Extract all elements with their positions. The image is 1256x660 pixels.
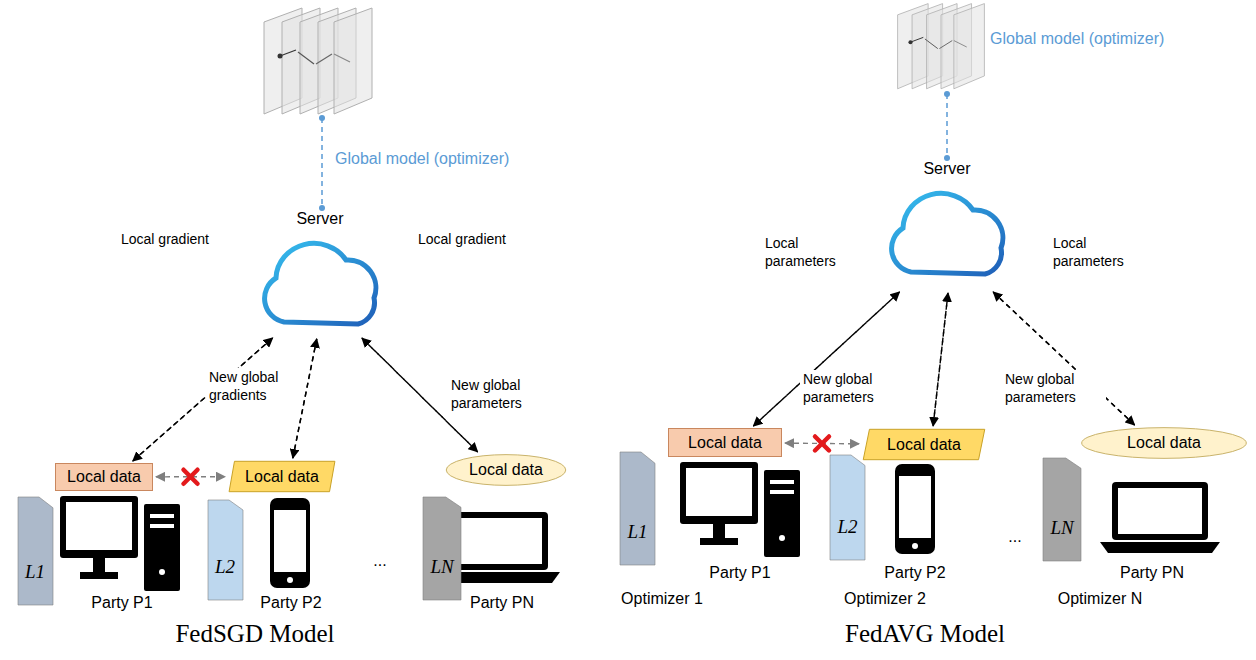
loss-label: L2: [837, 516, 857, 538]
edge-label: Local parameters: [1050, 234, 1138, 271]
data-ellipse: Local data: [1080, 427, 1248, 459]
loss-tab: L2: [830, 455, 865, 560]
party-label: Party P1: [91, 594, 152, 612]
edge-label: New global parameters: [1002, 370, 1106, 407]
node-outline: [250, 236, 390, 334]
edge-label: Local parameters: [762, 234, 850, 271]
panel-caption: FedAVG Model: [845, 620, 1005, 648]
party-label: ...: [373, 552, 386, 570]
loss-label: L1: [25, 561, 45, 583]
model-link: [321, 118, 323, 208]
node-outline: [830, 455, 865, 560]
data-box: Local data: [55, 463, 153, 491]
edge-label: New global parameters: [448, 376, 550, 413]
node-outline: [1043, 458, 1081, 561]
transfer-arrow: [993, 292, 1134, 425]
data-label: Local data: [67, 468, 141, 486]
party-label: Optimizer N: [1058, 590, 1142, 608]
edge-label: New global parameters: [800, 370, 904, 407]
panel-caption: FedSGD Model: [175, 620, 334, 648]
model-link: [946, 94, 948, 158]
party-label: ...: [1008, 528, 1021, 546]
blocked-mark: [815, 436, 829, 450]
blocked-mark: [184, 470, 198, 484]
transfer-arrow: [993, 292, 1134, 425]
loss-tab: LN: [1043, 458, 1081, 561]
computer-icon: [680, 462, 800, 557]
data-ellipse: Local data: [445, 454, 567, 486]
data-box: Local data: [668, 428, 782, 457]
model-layers: [264, 8, 372, 114]
data-label: Local data: [469, 461, 543, 479]
party-label: Party P2: [884, 564, 945, 582]
edge-label: New global gradients: [206, 368, 300, 405]
server-label: Server: [923, 160, 970, 178]
edge-label: Local gradient: [415, 230, 509, 250]
data-trapezoid: Local data: [862, 429, 986, 460]
party-label: Party PN: [1120, 564, 1184, 582]
node-outline: [877, 186, 1017, 284]
edge-label: Local gradient: [118, 230, 212, 250]
laptop-icon: [1100, 482, 1220, 553]
loss-tab: LN: [423, 497, 461, 600]
loss-label: LN: [1050, 517, 1073, 539]
transfer-arrow: [933, 293, 948, 426]
data-label: Local data: [887, 436, 961, 454]
loss-tab: L2: [208, 500, 243, 600]
data-label: Local data: [245, 468, 319, 486]
model-layers: [898, 4, 985, 89]
party-label: Optimizer 1: [621, 590, 703, 608]
node-outline: [423, 497, 461, 600]
phone-icon: [270, 498, 310, 588]
node-outline: [208, 500, 243, 600]
server-cloud: Server: [250, 210, 390, 336]
loss-tab: L1: [18, 497, 53, 605]
phone-icon: [895, 464, 935, 554]
party-label: Party P2: [260, 594, 321, 612]
data-label: Local data: [688, 434, 762, 452]
node-outline: [18, 497, 53, 605]
node-outline: [620, 452, 655, 565]
transfer-arrow: [933, 293, 948, 426]
party-label: Optimizer 2: [844, 590, 926, 608]
party-label: Party PN: [470, 594, 534, 612]
model-label: Global model (optimizer): [990, 30, 1164, 48]
server-label: Server: [296, 210, 343, 228]
model-label: Global model (optimizer): [335, 150, 509, 168]
data-trapezoid: Local data: [228, 461, 336, 492]
loss-label: L1: [627, 521, 647, 543]
data-label: Local data: [1127, 434, 1201, 452]
computer-icon: [60, 496, 180, 591]
party-label: Party P1: [709, 564, 770, 582]
loss-tab: L1: [620, 452, 655, 565]
server-cloud: Server: [877, 160, 1017, 290]
loss-label: L2: [215, 556, 235, 578]
loss-label: LN: [430, 556, 453, 578]
